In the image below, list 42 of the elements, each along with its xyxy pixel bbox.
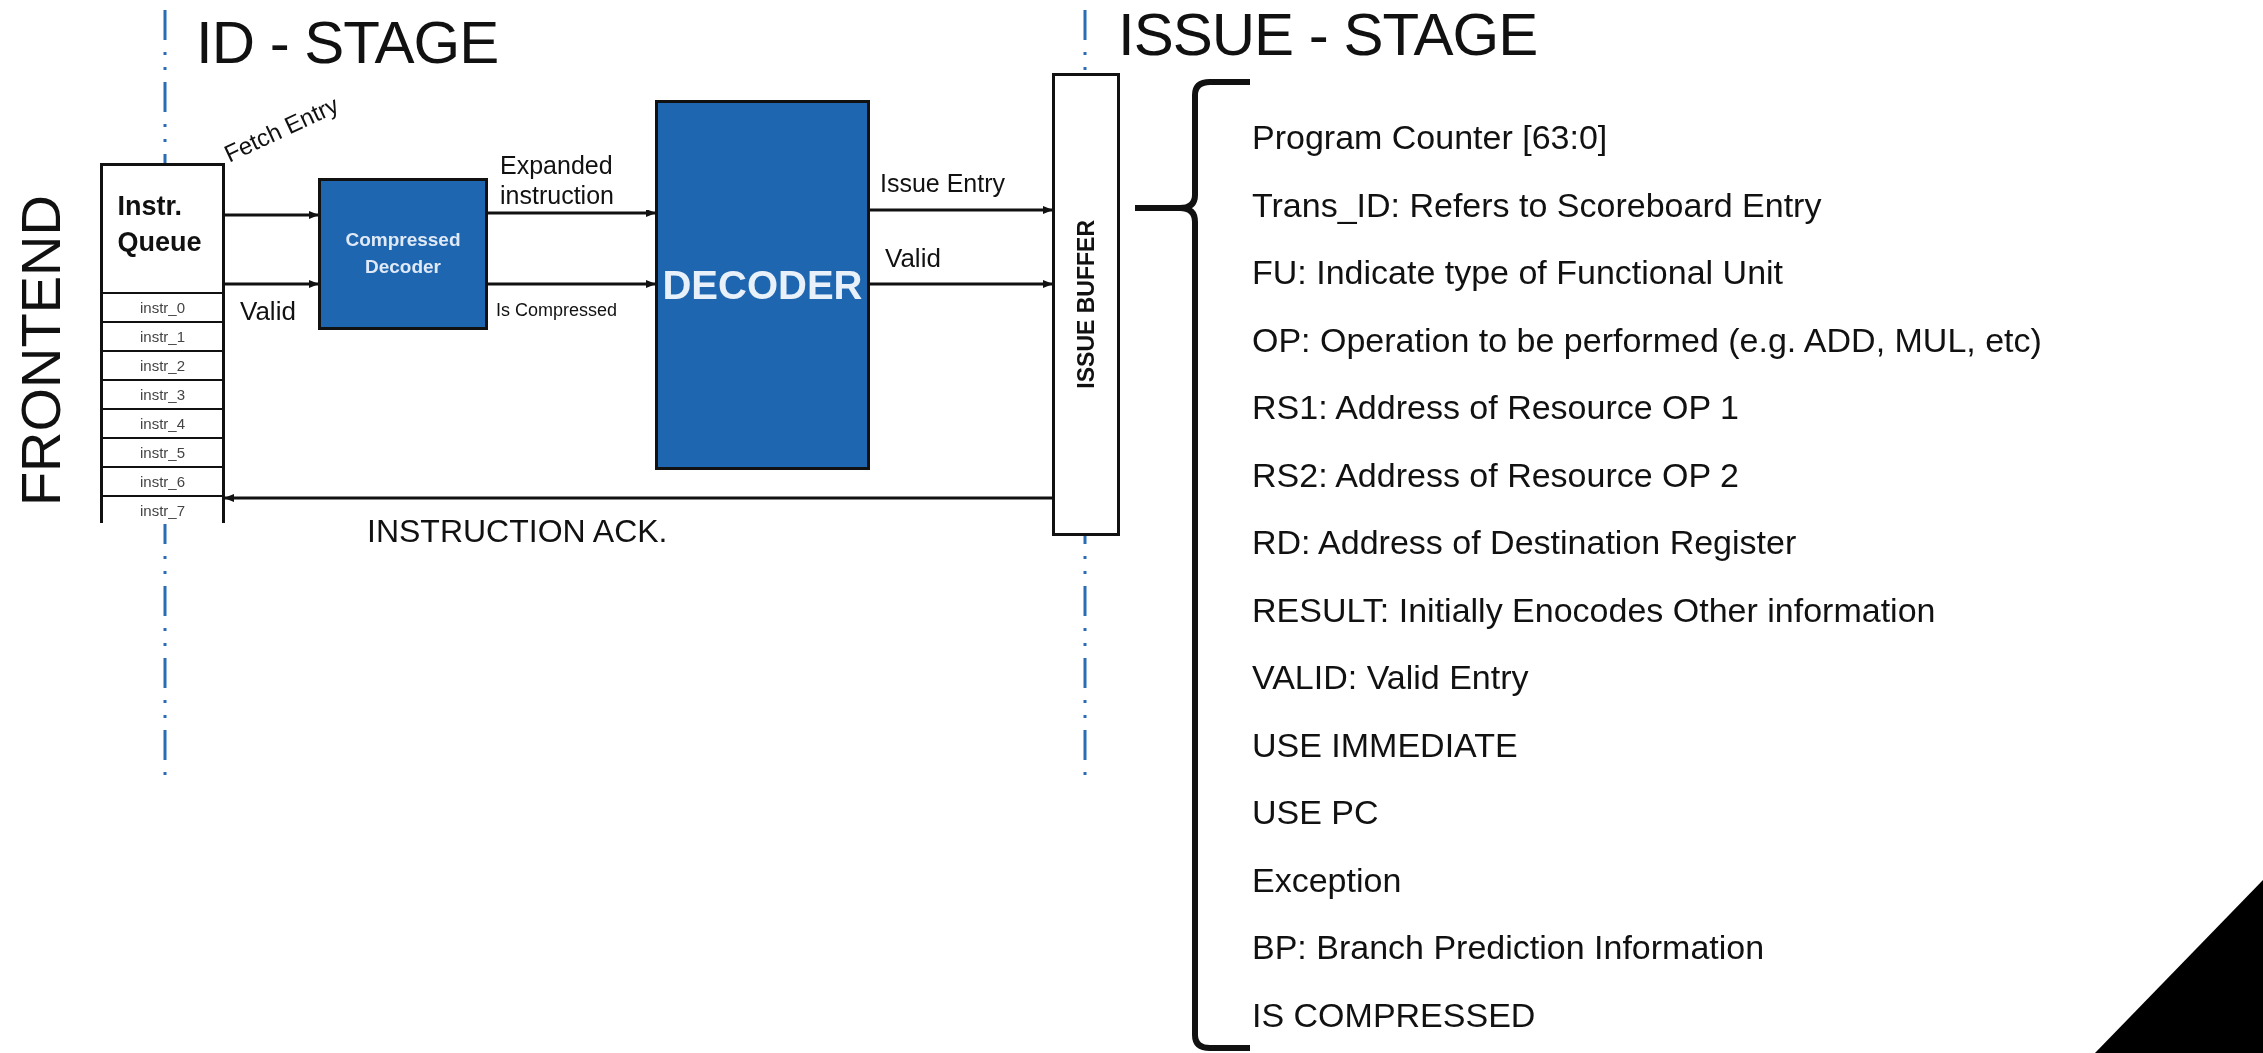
queue-box [100, 163, 225, 523]
field-description: VALID: Valid Entry [1252, 657, 1530, 698]
field-description: OP: Operation to be performed (e.g. ADD, MUL, etc) [1252, 319, 2042, 361]
field-description: USE PC [1252, 792, 1380, 833]
field-description: USE IMMEDIATE [1252, 724, 1519, 766]
arrow [870, 280, 1053, 288]
box-label: instr_1 [140, 328, 185, 345]
field-description: RD: Address of Destination Register [1252, 522, 1798, 563]
box-label: instr_2 [140, 357, 185, 374]
arrow [488, 209, 656, 217]
stage-heading: ID - STAGE [196, 8, 499, 77]
box-label: instr_4 [140, 415, 185, 432]
arrow [870, 206, 1053, 214]
stage-heading: ISSUE - STAGE [1118, 0, 1538, 69]
field-description: FU: Indicate type of Functional Unit [1252, 252, 1785, 293]
box-label: instr_3 [140, 386, 185, 403]
buffer-box [1052, 73, 1120, 536]
side-label: FRONTEND [8, 195, 73, 507]
field-description: RS2: Address of Resource OP 2 [1252, 454, 1740, 496]
box-label: ISSUE BUFFER [1072, 220, 1100, 389]
field-description: BP: Branch Prediction Information [1252, 927, 1766, 968]
process-box [318, 178, 488, 330]
box-label: DECODER [662, 262, 863, 308]
edge-label: Is Compressed [496, 300, 618, 322]
box-label: instr_5 [140, 444, 185, 461]
box-label: instr_7 [140, 502, 185, 519]
arrow [224, 494, 1052, 502]
field-description: IS COMPRESSED [1252, 994, 1537, 1036]
arrow [225, 211, 319, 219]
arrow [488, 280, 656, 288]
box-label: Instr. Queue [117, 190, 203, 260]
field-description: Trans_ID: Refers to Scoreboard Entry [1252, 184, 1823, 226]
box-label: instr_6 [140, 473, 185, 490]
field-description: RS1: Address of Resource OP 1 [1252, 387, 1740, 428]
queue-slot [103, 495, 222, 524]
arrow [225, 280, 319, 288]
field-description: RESULT: Initially Enocodes Other information [1252, 589, 1937, 631]
box-label: Compressed Decoder [344, 228, 462, 279]
box-label: instr_0 [140, 299, 185, 316]
field-description: Program Counter [63:0] [1252, 117, 1609, 158]
field-description: Exception [1252, 859, 1403, 901]
process-box [655, 100, 870, 470]
